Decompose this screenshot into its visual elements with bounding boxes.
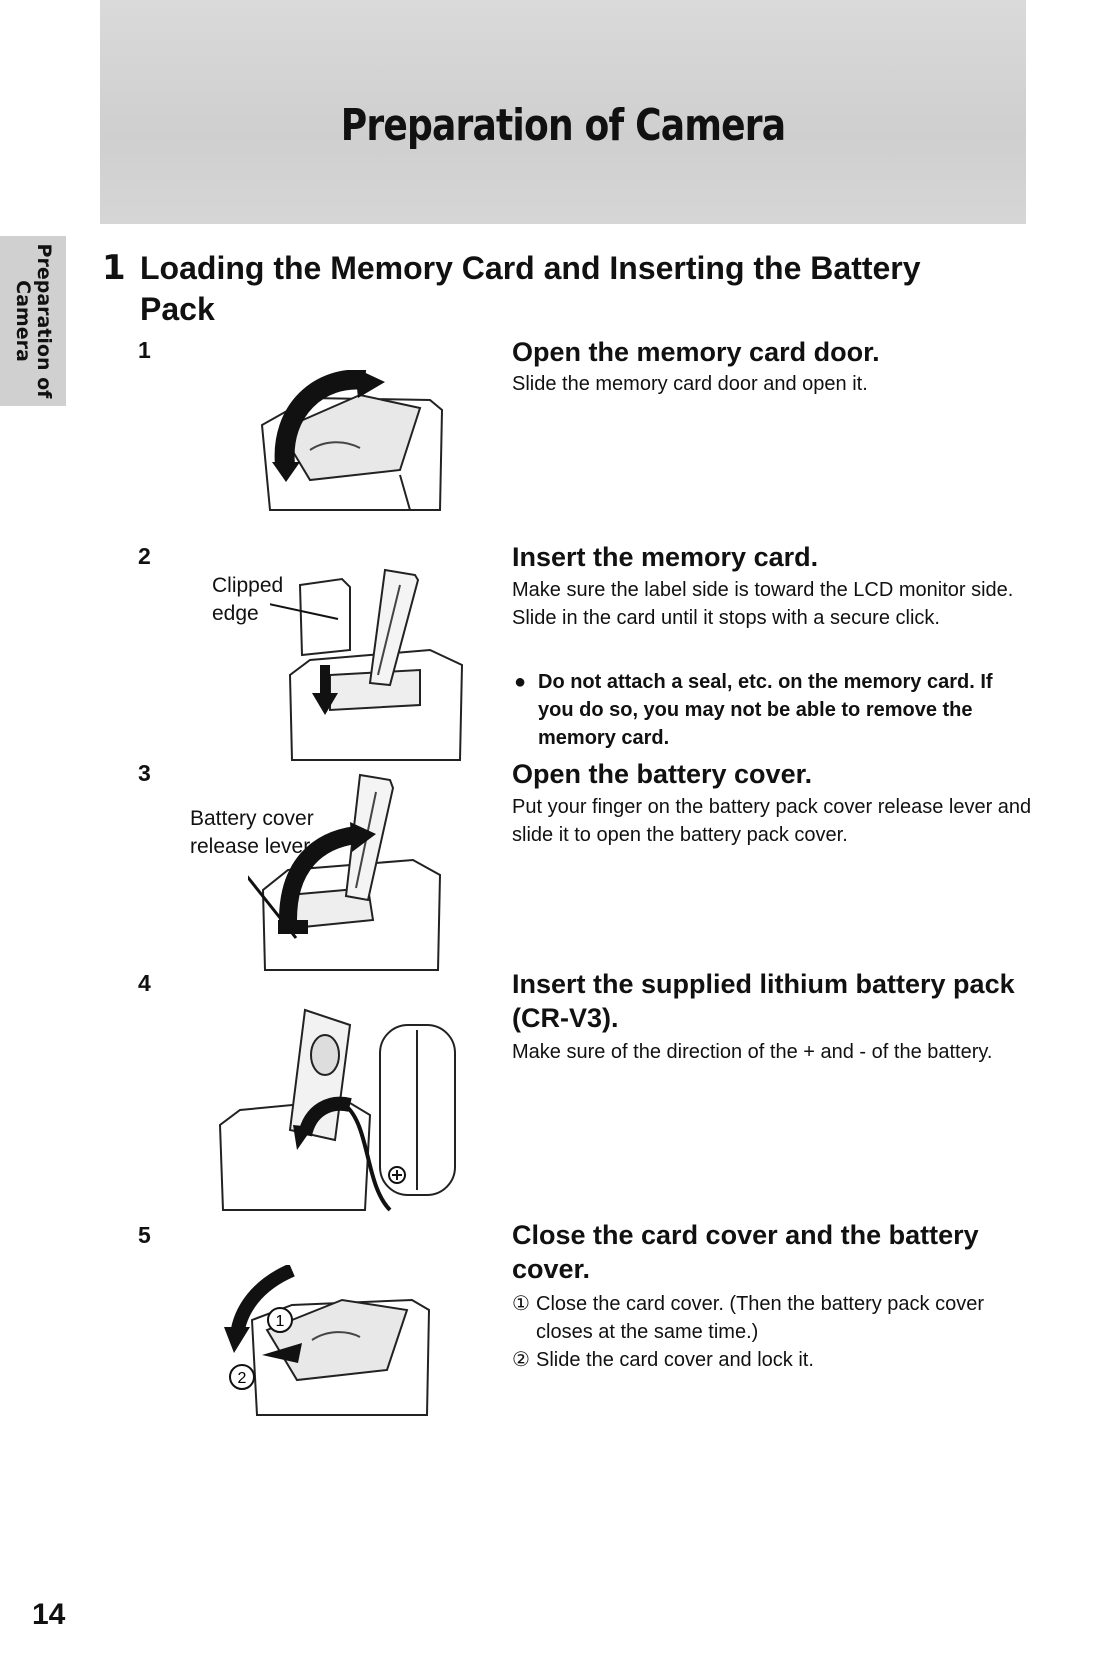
step-2-heading: Insert the memory card. (512, 542, 819, 572)
section-title: Loading the Memory Card and Inserting th… (140, 250, 921, 327)
illustration-open-card-door (260, 370, 444, 511)
bullet-icon: ● (514, 671, 527, 693)
section-number: 1 (102, 248, 126, 288)
step-3-number: 3 (138, 760, 151, 786)
side-chapter-tab-label: Preparation of Camera (12, 243, 55, 399)
step-5-heading: Close the card cover and the battery cov… (512, 1220, 979, 1284)
chapter-title: Preparation of Camera (340, 100, 786, 151)
step-3-heading: Open the battery cover. (512, 759, 813, 789)
step-5-number: 5 (138, 1222, 151, 1248)
callout-battery-cover-release-lever: Battery cover release lever (190, 807, 314, 858)
step-2-body: Make sure the label side is toward the L… (512, 579, 1014, 629)
illustration-open-battery-cover (248, 773, 442, 971)
step-4-body: Make sure of the direction of the + and … (512, 1041, 993, 1063)
step-1-number: 1 (138, 337, 151, 363)
step-2-warning: ● Do not attach a seal, etc. on the memo… (512, 668, 1032, 752)
callout-clipped-edge: Clipped edge (212, 574, 284, 625)
step-1-body: Slide the memory card door and open it. (512, 373, 868, 395)
illustration-close-covers: 1 2 (224, 1265, 431, 1416)
illustration-insert-battery-pack (218, 1008, 456, 1212)
side-chapter-tab: Preparation of Camera (0, 236, 66, 406)
step-5-list: ① Close the card cover. (Then the batter… (512, 1290, 1032, 1374)
chapter-banner: Preparation of Camera (100, 0, 1026, 224)
step-2-number: 2 (138, 543, 151, 569)
step-3-body: Put your finger on the battery pack cove… (512, 796, 1032, 846)
step-1-heading: Open the memory card door. (512, 337, 880, 367)
list-item: ① Close the card cover. (Then the batter… (512, 1293, 984, 1343)
svg-text:2: 2 (238, 1370, 247, 1387)
list-item: ② Slide the card cover and lock it. (512, 1349, 814, 1371)
page-number: 14 (32, 1598, 66, 1631)
step-4-number: 4 (138, 970, 151, 996)
svg-text:1: 1 (276, 1313, 285, 1330)
illustration-insert-memory-card (270, 568, 464, 761)
step-4-heading: Insert the supplied lithium battery pack… (512, 969, 1015, 1033)
